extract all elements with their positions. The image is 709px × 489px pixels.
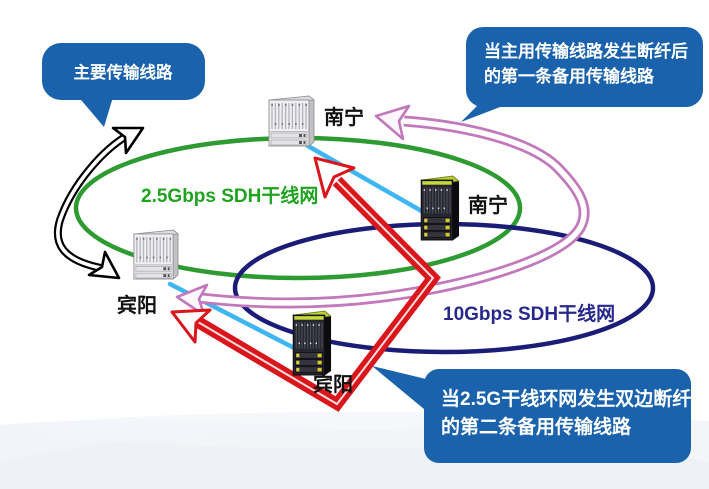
nanning-2g-rack-icon xyxy=(268,95,315,147)
backup1-arrowhead-binyang xyxy=(175,283,209,317)
callout-main-route-tail xyxy=(76,94,113,127)
nanning-10g-label: 南宁 xyxy=(468,193,508,217)
callout-backup1-line1: 当主用传输线路发生断纤后 xyxy=(484,41,688,61)
binyang-10g-label: 宾阳 xyxy=(313,372,353,396)
callout-main-route: 主要传输线路 xyxy=(42,43,205,127)
callout-main-route-bubble xyxy=(42,43,205,100)
backup2-arrowhead-nanning xyxy=(313,156,356,199)
callout-backup2-line2: 的第二条备用传输线路 xyxy=(441,415,632,438)
callout-backup1-bubble xyxy=(466,27,703,107)
callout-main-route-text: 主要传输线路 xyxy=(74,62,174,82)
callout-backup2-tail xyxy=(372,366,430,414)
primary-arrowhead-bottom xyxy=(87,250,121,280)
binyang-10g-rack-icon xyxy=(292,310,332,376)
primary-route-arrow xyxy=(53,126,145,280)
callout-backup-route-2: 当2.5G干线环网发生双边断纤后 的第二条备用传输线路 xyxy=(372,366,709,463)
ring-10g-label: 10Gbps SDH干线网 xyxy=(443,302,615,325)
callout-backup1-line2: 的第一条备用传输线路 xyxy=(484,66,655,86)
callout-backup-route-1: 当主用传输线路发生断纤后 的第一条备用传输线路 xyxy=(461,27,703,122)
ring-2g-label: 2.5Gbps SDH干线网 xyxy=(141,184,318,207)
binyang-2g-label: 宾阳 xyxy=(117,293,157,317)
fiber-link-nanning xyxy=(305,143,428,216)
callout-backup2-bubble xyxy=(424,369,691,463)
callout-backup2-line1: 当2.5G干线环网发生双边断纤后 xyxy=(441,387,709,410)
nanning-2g-label: 南宁 xyxy=(324,105,364,129)
primary-arrowhead-top xyxy=(111,126,145,155)
backup-route-1-arrow xyxy=(175,104,590,317)
binyang-2g-rack-icon xyxy=(133,229,179,280)
backup2-arrowhead-binyang xyxy=(170,308,212,344)
backup-route-2-arrow xyxy=(170,156,441,412)
backup1-arrowhead-nanning xyxy=(374,104,411,141)
nanning-10g-rack-icon xyxy=(420,175,460,241)
